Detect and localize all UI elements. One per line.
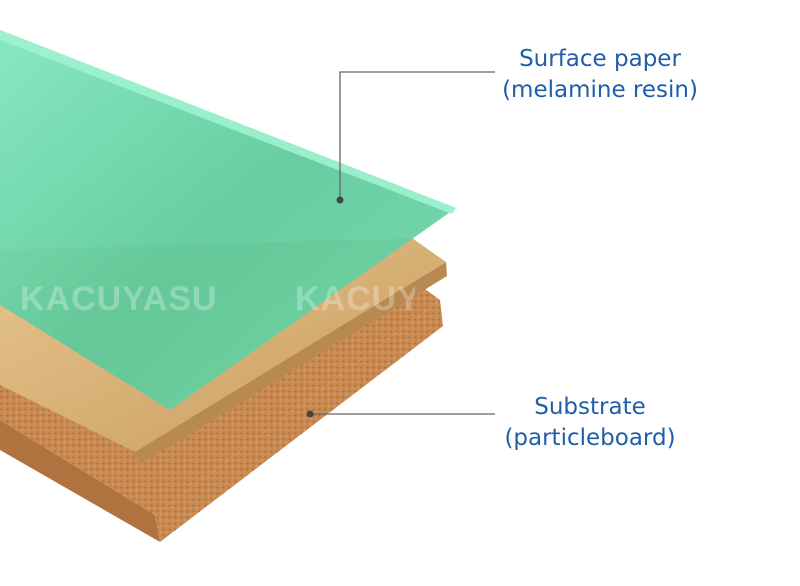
substrate-title: Substrate [534,394,646,420]
substrate-subtitle: (particleboard) [504,425,676,451]
surface-leader-dot [336,196,344,204]
substrate-leader-dot [306,410,314,418]
watermark: KACUYASU [295,280,415,318]
watermark: KACUYASU [20,280,218,318]
surface-paper-label: Surface paper (melamine resin) [490,44,710,106]
surface-paper-subtitle: (melamine resin) [502,77,698,103]
surface-paper-layer [0,30,456,410]
substrate-label: Substrate (particleboard) [490,392,690,454]
surface-leader-line [339,71,495,200]
surface-paper-title: Surface paper [519,46,681,72]
